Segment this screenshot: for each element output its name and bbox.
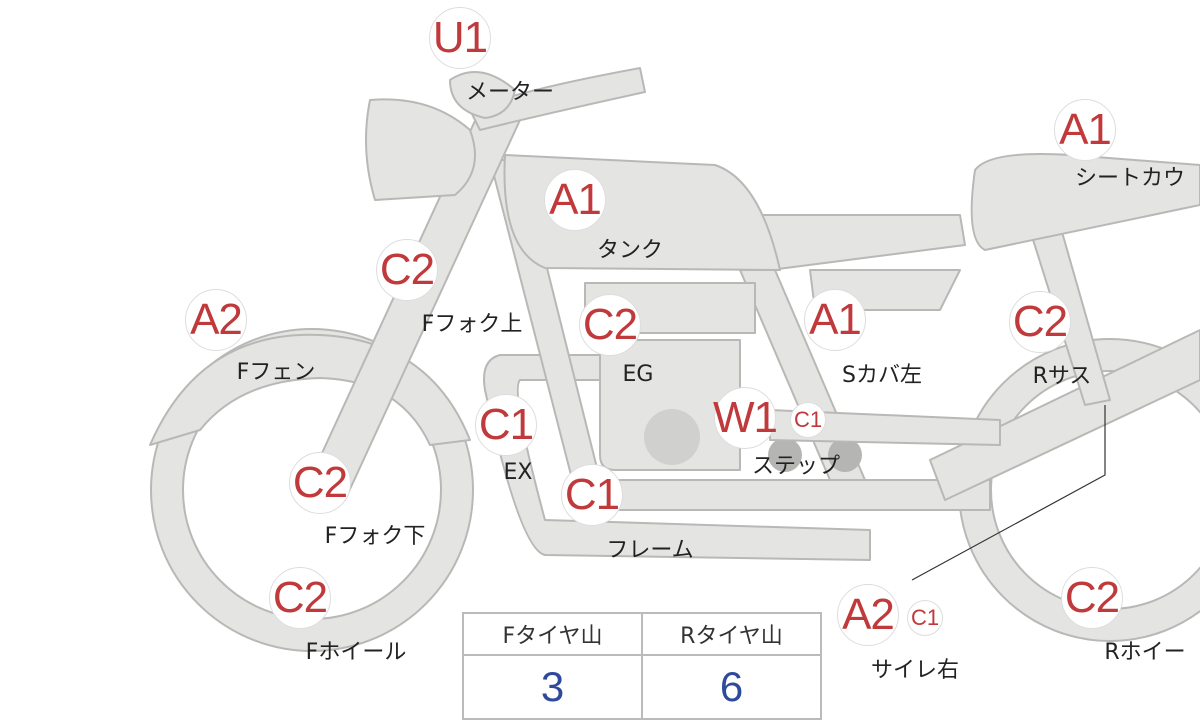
part-label: Sカバ左 [842,363,922,388]
part-label: Fフォク下 [324,524,426,549]
part-label: サイレ右 [870,658,960,683]
rear-tire-header: Rタイヤ山 [641,612,822,656]
grade-badge: C2 [269,567,331,629]
part-label: EX [503,460,533,485]
front-fender [149,333,471,446]
part-label: EG [622,362,654,387]
seat-cowl [970,153,1200,251]
grade-badge: C1 [475,394,537,456]
part-label: Fフォク上 [421,312,523,337]
grade-badge: A2 [837,584,899,646]
grade-badge: A2 [185,289,247,351]
grade-badge: W1 [713,387,778,449]
sub-grade-badge: C1 [907,600,943,636]
grade-badge: C1 [561,464,623,526]
front-tire-value: 3 [462,654,643,720]
tire-tread-table: Fタイヤ山 Rタイヤ山 3 6 [462,612,822,720]
sub-grade-badge: C1 [790,402,826,438]
part-label: Rホイー [1104,640,1186,665]
front-tire-header: Fタイヤ山 [462,612,643,656]
part-label: シートカウ [1074,166,1186,191]
part-label: Fホイール [305,640,407,665]
swing-arm [929,329,1200,501]
headlight [365,98,476,201]
grade-badge: C2 [1009,291,1071,353]
part-label: タンク [596,238,664,263]
grade-badge: A1 [804,289,866,351]
part-label: Rサス [1032,364,1092,389]
part-label: メーター [465,80,555,105]
part-label: Fフェン [236,360,316,385]
grade-badge: U1 [429,7,491,69]
rear-tire-value: 6 [641,654,822,720]
grade-badge: C2 [1061,567,1123,629]
grade-badge: A1 [1054,99,1116,161]
grade-badge: C2 [289,452,351,514]
part-label: フレーム [606,538,694,563]
grade-badge: A1 [544,169,606,231]
part-label: ステップ [751,454,841,479]
meter [449,71,516,119]
seat [759,214,966,271]
grade-badge: C2 [376,239,438,301]
grade-badge: C2 [579,294,641,356]
